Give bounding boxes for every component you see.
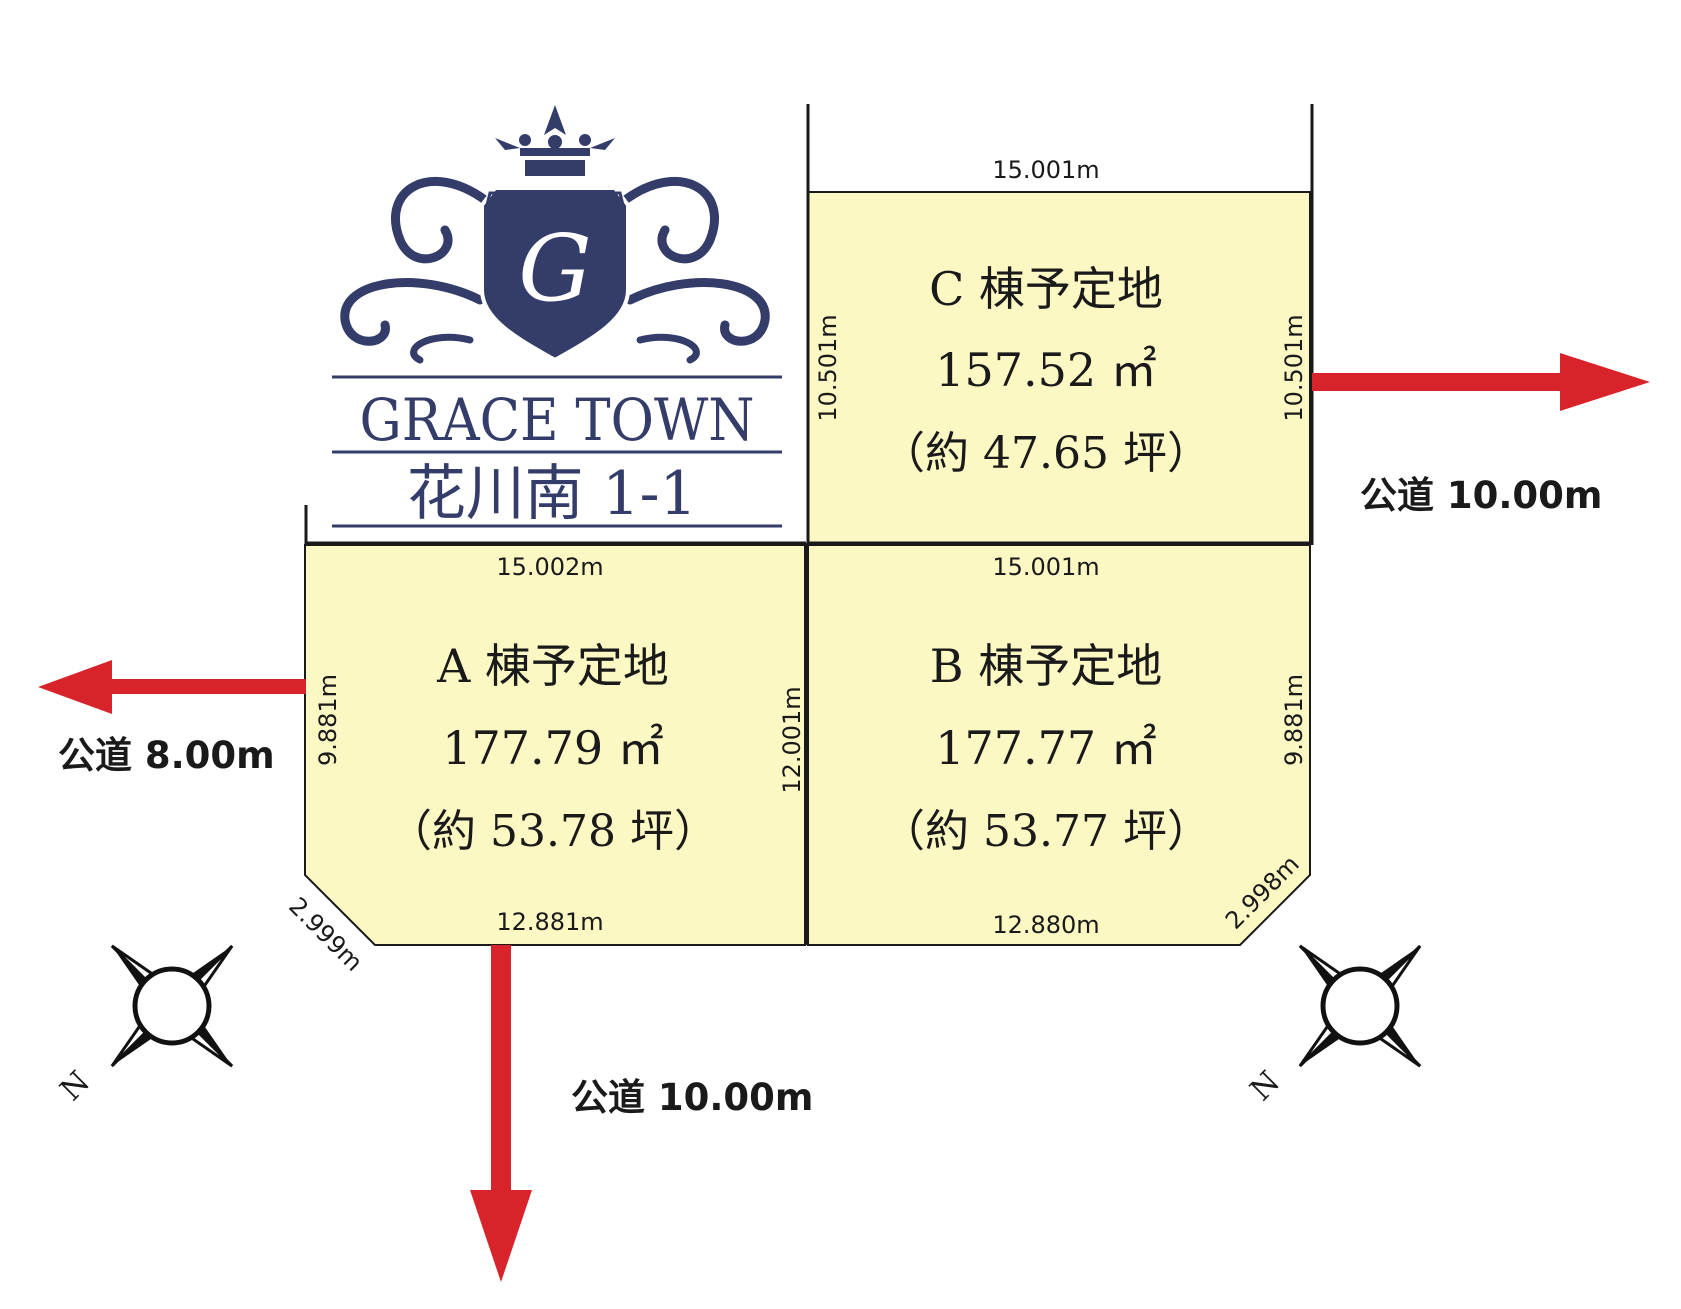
lot-a-top-dimension: 15.002m [496, 553, 603, 581]
lot-b-title: B 棟予定地 [930, 639, 1162, 693]
shield-icon [480, 186, 630, 363]
lot-b-shape [807, 544, 1311, 946]
lot-a-bottom-dimension: 12.881m [496, 908, 603, 936]
lot-b-tsubo: （約 53.77 坪） [881, 806, 1211, 857]
lot-a-shape [304, 544, 806, 946]
east-road-label: 公道 10.00m [1360, 474, 1602, 517]
lot-c-labels: C 棟予定地 157.52 ㎡ （約 47.65 坪） [881, 262, 1211, 479]
west-road-arrow [38, 660, 306, 714]
east-road-arrow [1312, 353, 1650, 411]
lot-c-right-dimension: 10.501m [1280, 314, 1308, 421]
lot-a-tsubo: （約 53.78 坪） [388, 806, 718, 857]
ornament-icon [340, 177, 770, 364]
compass-north-label-left: N [54, 1065, 97, 1108]
emblem-letter: G [518, 215, 592, 322]
road-arrows [38, 353, 1650, 1282]
road-labels: 公道 8.00m 公道 10.00m 公道 10.00m [58, 474, 1602, 1119]
lot-c-area: 157.52 ㎡ [935, 343, 1157, 397]
crown-icon [495, 105, 615, 176]
lot-c-tsubo: （約 47.65 坪） [881, 428, 1211, 479]
lot-a-title: A 棟予定地 [436, 639, 669, 693]
compass-rose-left [110, 944, 234, 1068]
logo-subtitle: 花川南 1-1 [407, 459, 697, 529]
grace-town-logo: G GRACE TOWN 花川南 1-1 [332, 105, 782, 529]
lot-a-left-dimension: 9.881m [314, 674, 342, 766]
lot-a-labels: A 棟予定地 177.79 ㎡ （約 53.78 坪） [388, 639, 718, 857]
lot-b-labels: B 棟予定地 177.77 ㎡ （約 53.77 坪） [881, 639, 1211, 857]
lot-c-title: C 棟予定地 [929, 262, 1163, 316]
lot-b-right-dimension: 9.881m [1280, 674, 1308, 766]
south-road-arrow [470, 945, 532, 1282]
west-road-label: 公道 8.00m [58, 734, 275, 777]
lot-c-top-dimension: 15.001m [992, 156, 1099, 184]
lot-a-right-dimension: 12.001m [778, 686, 806, 793]
compass-rose-right [1298, 944, 1422, 1068]
lot-b-bottom-dimension: 12.880m [992, 911, 1099, 939]
compass-north-label-right: N [1244, 1065, 1287, 1108]
lot-c-left-dimension: 10.501m [814, 314, 842, 421]
lot-a-area: 177.79 ㎡ [442, 721, 664, 775]
lot-b-area: 177.77 ㎡ [935, 721, 1157, 775]
lot-b-top-dimension: 15.001m [992, 553, 1099, 581]
south-road-label: 公道 10.00m [571, 1076, 813, 1119]
lots [304, 104, 1314, 946]
logo-name: GRACE TOWN [360, 386, 755, 454]
